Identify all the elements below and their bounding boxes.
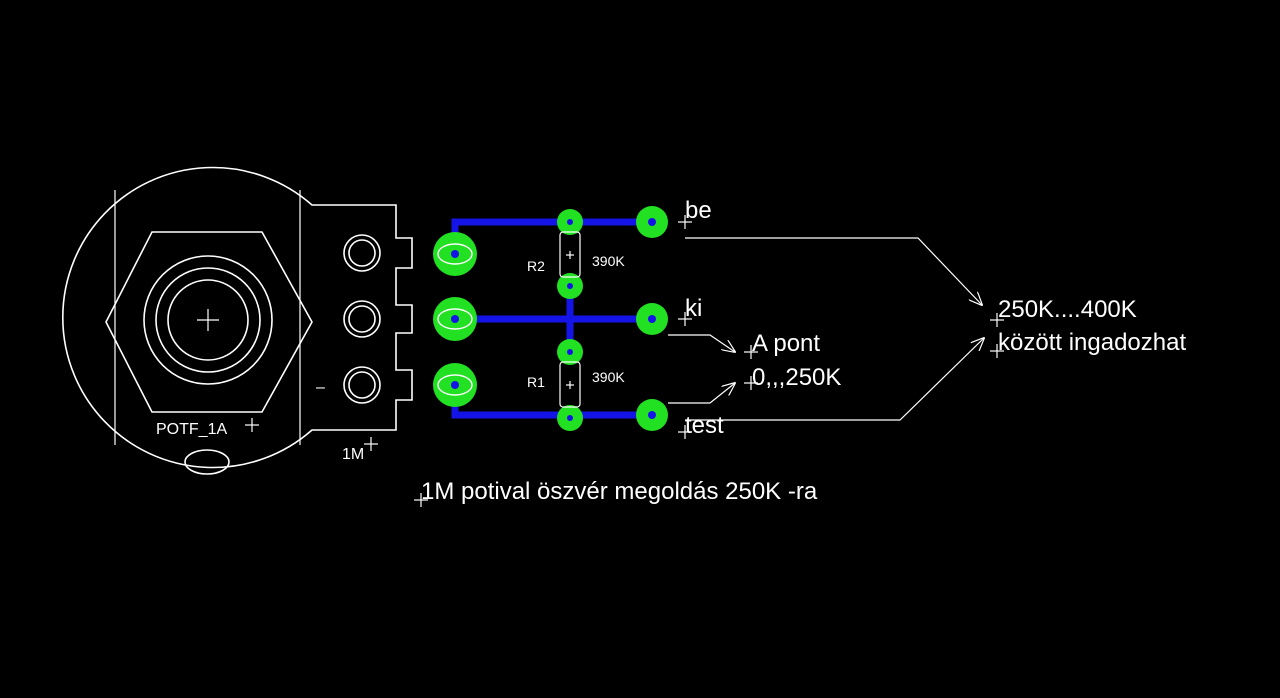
pin-hole-1-outer [343, 234, 381, 272]
caption-origin-cross [414, 493, 428, 507]
pin-hole-1-inner [348, 239, 376, 267]
pot-pin-holes [343, 234, 381, 404]
pin-hole-2-inner [348, 305, 376, 333]
be-origin-cross [678, 215, 692, 229]
pad-ki[interactable] [636, 303, 668, 335]
pot-pad-3[interactable] [433, 363, 477, 407]
annotation-arrows [668, 237, 984, 421]
arrow-ki-to-a-pont [668, 334, 735, 352]
arrow-test-to-a-pont [668, 383, 735, 404]
pot-shaft-outer [143, 255, 273, 385]
connector-pads [636, 206, 668, 431]
pot-shaft-mid [155, 267, 261, 373]
pot-shaft-inner [167, 279, 249, 361]
pot-hex-nut [105, 231, 313, 413]
pot-pad-2[interactable] [433, 297, 477, 341]
pot-minus-label: – [316, 379, 325, 396]
r2-body [559, 231, 581, 278]
pot-locating-tab [184, 449, 230, 475]
a-pont-range-label: 0,,,250K [752, 364, 841, 391]
net-label-ki: ki [685, 295, 702, 322]
net-label-test: test [685, 412, 724, 439]
range-note-label: között ingadozhat [998, 329, 1186, 356]
trace-be-net [451, 218, 656, 258]
pad-be[interactable] [636, 206, 668, 238]
arrow-test-to-range [685, 338, 984, 421]
pin-hole-3-inner [348, 371, 376, 399]
range-value-label: 250K....400K [998, 296, 1137, 323]
pot-body-outline [61, 166, 413, 469]
caption-label: 1M potival öszvér megoldás 250K -ra [421, 478, 818, 505]
pot-pads [433, 232, 477, 407]
resistor-r2[interactable]: R2 390K [527, 209, 625, 299]
r2-value-label: 390K [592, 253, 625, 269]
r2-name-label: R2 [527, 258, 545, 274]
pot-name-label: POTF_1A [156, 421, 227, 438]
arrow-be-to-range [685, 237, 982, 305]
pot-pad-1[interactable] [433, 232, 477, 276]
pin-hole-2-outer [343, 300, 381, 338]
pin-hole-3-outer [343, 366, 381, 404]
ki-origin-cross [678, 312, 692, 326]
copper-traces [451, 218, 656, 419]
potentiometer-footprint[interactable]: – POTF_1A 1M [61, 166, 413, 475]
pot-value-label: 1M [342, 446, 364, 463]
trace-test-net [451, 381, 656, 419]
pad-test[interactable] [636, 399, 668, 431]
net-label-be: be [685, 197, 712, 224]
range-origin-crosses [990, 313, 1004, 358]
r1-body [559, 361, 581, 408]
pot-name-origin-cross [245, 418, 259, 432]
r1-value-label: 390K [592, 369, 625, 385]
test-origin-cross [678, 425, 692, 439]
r1-name-label: R1 [527, 374, 545, 390]
resistor-r1[interactable]: R1 390K [527, 339, 625, 431]
pot-value-origin-cross [364, 437, 378, 451]
a-pont-origin-crosses [744, 345, 758, 390]
a-pont-label: A pont [752, 330, 820, 357]
